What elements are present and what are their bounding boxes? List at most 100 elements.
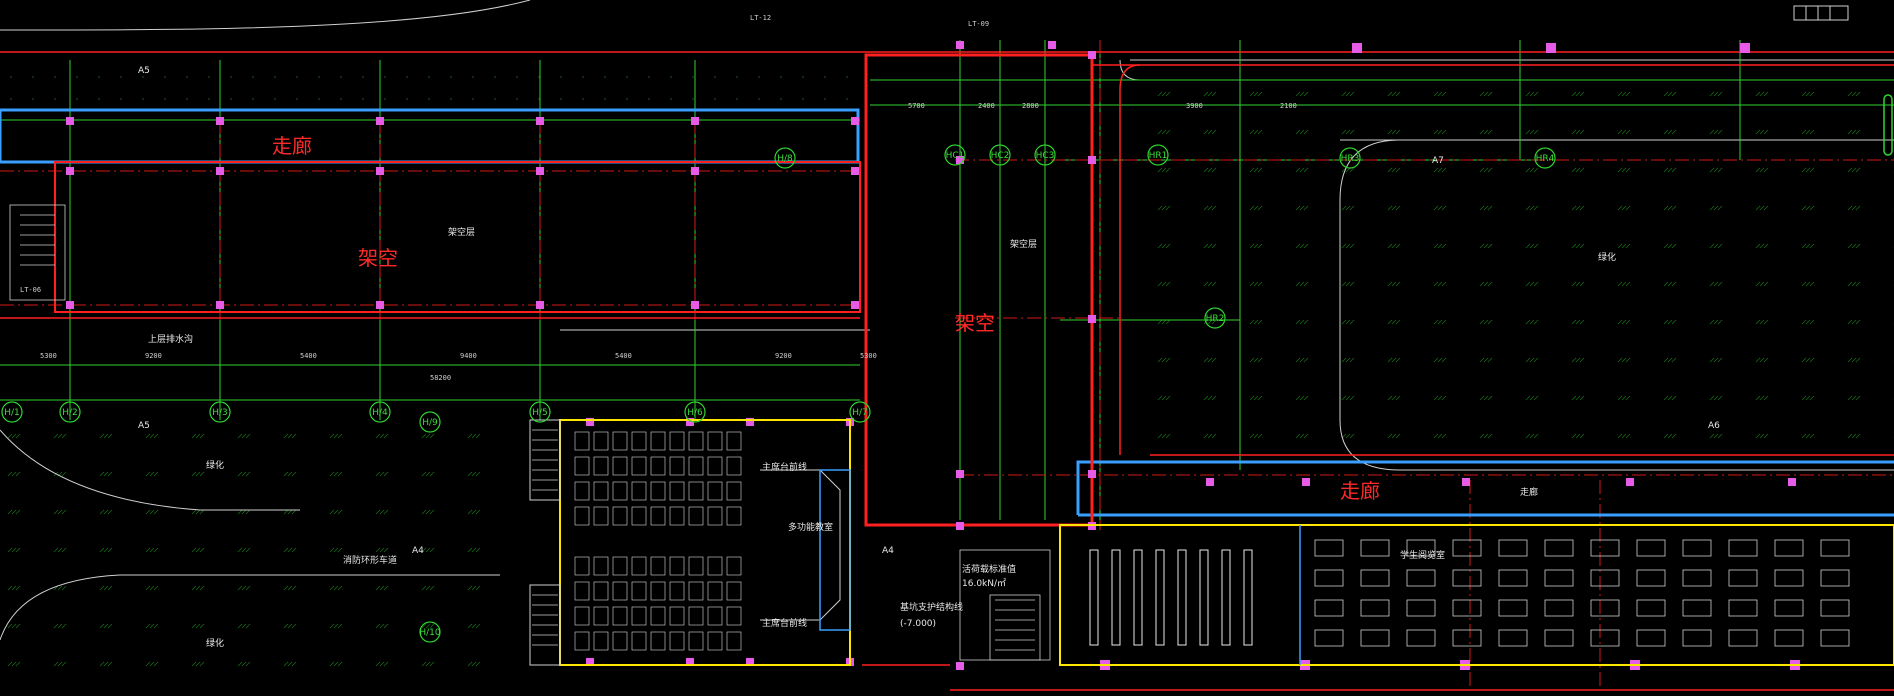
dimension-label: 3900 — [1186, 102, 1203, 110]
study-table — [1360, 539, 1390, 557]
label-load-value: 16.0kN/㎡ — [962, 578, 1006, 589]
dimension-label: 5300 — [860, 352, 877, 360]
study-table — [1590, 539, 1620, 557]
right-bubble-label-2: HR2 — [1206, 314, 1225, 324]
seat-block — [574, 481, 590, 501]
study-table — [1636, 629, 1666, 647]
seat-block — [574, 506, 590, 526]
seat-block — [631, 456, 647, 476]
label-multi-media: 多功能教室 — [788, 521, 833, 533]
seat-block — [650, 581, 666, 601]
seat-block — [574, 581, 590, 601]
study-table — [1590, 629, 1620, 647]
seat-block — [707, 606, 723, 626]
study-table — [1820, 569, 1850, 587]
seat-block — [650, 481, 666, 501]
top-bubble-10 — [419, 621, 441, 643]
study-table — [1452, 539, 1482, 557]
study-table — [1498, 569, 1528, 587]
label-seating-upper: 主席台前线 — [762, 461, 807, 473]
study-table — [1452, 629, 1482, 647]
study-table — [1406, 569, 1436, 587]
right-bubble-label-1: HR1 — [1149, 151, 1168, 161]
seat-block — [631, 556, 647, 576]
study-table — [1314, 599, 1344, 617]
dimension-label: 5400 — [300, 352, 317, 360]
seat-block — [669, 431, 685, 451]
right-bubble-3 — [1339, 147, 1361, 169]
study-table — [1774, 599, 1804, 617]
label-drainage-ditch: 上层排水沟 — [148, 333, 193, 345]
seat-block — [726, 581, 742, 601]
dimension-label: 9400 — [460, 352, 477, 360]
top-bubble-label-9: H/9 — [422, 418, 438, 428]
study-table — [1636, 539, 1666, 557]
study-table — [1498, 539, 1528, 557]
seat-block — [574, 456, 590, 476]
seat-block — [574, 606, 590, 626]
seat-block — [631, 631, 647, 651]
seat-block — [688, 581, 704, 601]
seat-block — [707, 481, 723, 501]
dimension-label: 9200 — [775, 352, 792, 360]
book-stack — [1133, 549, 1143, 646]
study-table — [1682, 629, 1712, 647]
label-greenery-left: 绿化 — [206, 459, 224, 471]
tag-a4-right: A4 — [882, 546, 894, 556]
study-table — [1314, 569, 1344, 587]
study-table — [1820, 599, 1850, 617]
study-table — [1406, 629, 1436, 647]
seat-block — [612, 456, 628, 476]
right-bubble-1 — [1147, 144, 1169, 166]
study-table — [1728, 599, 1758, 617]
seat-block — [612, 481, 628, 501]
dimension-label: 58200 — [430, 374, 451, 382]
study-table — [1544, 599, 1574, 617]
seat-block — [650, 506, 666, 526]
open-floor-center-outline — [864, 53, 1094, 527]
label-basement-elev: (-7.000) — [900, 619, 936, 629]
study-table — [1774, 569, 1804, 587]
label-open-floor-left: 架空层 — [448, 226, 475, 238]
top-right-indicator — [1793, 5, 1849, 21]
seat-block — [593, 481, 609, 501]
label-corridor-bottom: 走廊 — [1340, 479, 1380, 503]
study-table — [1820, 539, 1850, 557]
right-bubble-label-3: HR3 — [1341, 154, 1360, 164]
corridor-bottom-outline — [1076, 460, 1894, 517]
label-open-floor-center: 架空层 — [1010, 238, 1037, 250]
seat-block — [707, 456, 723, 476]
label-open-center: 架空 — [955, 311, 995, 335]
seat-block — [688, 431, 704, 451]
study-table — [1360, 599, 1390, 617]
study-table — [1360, 629, 1390, 647]
label-corridor-level: 走廊 — [1520, 486, 1538, 498]
seat-block — [669, 506, 685, 526]
top-bubble-label-10: H/10 — [419, 628, 441, 638]
study-table — [1590, 569, 1620, 587]
label-open-left: 架空 — [358, 246, 398, 270]
study-table — [1360, 569, 1390, 587]
study-table — [1406, 599, 1436, 617]
center-bubble-label-1: HC1 — [946, 151, 965, 161]
seat-block — [612, 431, 628, 451]
seat-block — [593, 581, 609, 601]
label-greenery-right: 绿化 — [1598, 251, 1616, 263]
seat-block — [688, 606, 704, 626]
classroom-block — [1059, 524, 1894, 666]
top-bubble-label-6: H/6 — [687, 408, 703, 418]
road-lines — [0, 0, 1894, 641]
tag-a6: A6 — [1708, 421, 1720, 431]
seat-block — [650, 556, 666, 576]
top-bubble-label-4: H/4 — [372, 408, 388, 418]
right-bubble-4 — [1534, 147, 1556, 169]
seat-block — [612, 606, 628, 626]
top-bubble-label-3: H/3 — [212, 408, 228, 418]
seat-block — [631, 431, 647, 451]
dimension-label: 5300 — [40, 352, 57, 360]
tag-lt09: LT-09 — [968, 20, 989, 28]
right-bubble-2 — [1204, 307, 1226, 329]
